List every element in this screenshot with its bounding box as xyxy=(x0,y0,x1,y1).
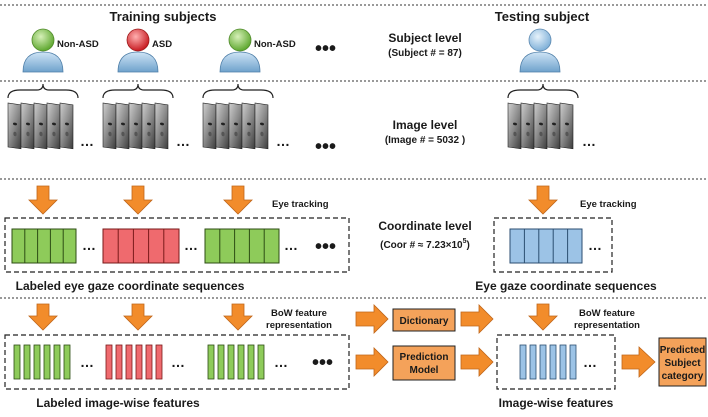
sequence-bar-non-asd-2 xyxy=(204,228,280,264)
section-separators xyxy=(0,4,708,299)
down-arrow-icon xyxy=(123,185,153,215)
image-level-title: Image level xyxy=(393,118,458,132)
labeled-features-caption: Labeled image-wise features xyxy=(36,396,200,410)
image-stack-1 xyxy=(7,83,79,150)
subject-icon-asd xyxy=(117,28,159,73)
eye-tracking-label-testing: Eye tracking xyxy=(580,199,637,210)
prediction-label-2: Model xyxy=(410,365,439,376)
sequence-bar-non-asd-1 xyxy=(11,228,77,264)
sequence-ellipsis-3: … xyxy=(284,237,298,253)
arrow-from-dictionary xyxy=(460,304,494,334)
eye-tracking-label-training: Eye tracking xyxy=(272,199,329,210)
sequence-ellipsis-1: … xyxy=(82,237,96,253)
down-arrow-icon xyxy=(223,185,253,215)
sequence-bar-testing xyxy=(509,228,583,264)
feature-bars-non-asd-2 xyxy=(207,344,265,380)
feature-ellipsis-testing: … xyxy=(583,354,597,370)
subject-label-1: Non-ASD xyxy=(57,39,99,50)
arrow-to-prediction xyxy=(355,347,389,377)
subject-icon-non-asd-2 xyxy=(219,28,261,73)
feature-bars-non-asd-1 xyxy=(13,344,71,380)
subject-icon-testing xyxy=(519,28,561,73)
subject-label-3: Non-ASD xyxy=(254,39,296,50)
down-arrow-icon xyxy=(528,185,558,215)
dictionary-box xyxy=(392,308,456,332)
image-ellipsis-3: … xyxy=(276,133,290,149)
sequences-ellipsis: ••• xyxy=(315,236,336,258)
feature-bars-asd xyxy=(105,344,163,380)
bow-label-training-1: BoW feature xyxy=(271,308,327,319)
down-arrow-icon xyxy=(223,303,253,331)
features-caption: Image-wise features xyxy=(499,396,614,410)
feature-ellipsis-1: … xyxy=(80,354,94,370)
subjects-ellipsis: ••• xyxy=(315,38,336,60)
feature-bars-testing xyxy=(519,344,577,380)
image-stack-3 xyxy=(202,83,274,150)
subject-level-detail: (Subject # = 87) xyxy=(388,48,462,59)
predicted-label-3: category xyxy=(662,371,704,382)
testing-sequence-box xyxy=(493,217,613,273)
down-arrow-icon xyxy=(28,303,58,331)
bow-label-testing-2: representation xyxy=(574,320,640,331)
predicted-category-box xyxy=(658,337,707,387)
down-arrow-icon xyxy=(123,303,153,331)
down-arrow-icon xyxy=(28,185,58,215)
subject-icon-non-asd-1 xyxy=(22,28,64,73)
images-ellipsis: ••• xyxy=(315,136,336,158)
labeled-sequences-caption: Labeled eye gaze coordinate sequences xyxy=(16,279,245,293)
coordinate-level-title: Coordinate level xyxy=(378,219,471,233)
down-arrows-row-1 xyxy=(28,185,558,215)
sequences-caption: Eye gaze coordinate sequences xyxy=(475,279,657,293)
image-ellipsis-testing: … xyxy=(582,133,596,149)
training-subjects-title: Training subjects xyxy=(110,9,217,24)
subject-label-2: ASD xyxy=(152,39,172,50)
arrow-from-prediction xyxy=(460,347,494,377)
features-ellipsis: ••• xyxy=(312,352,333,374)
testing-features-box xyxy=(496,334,616,390)
image-ellipsis-2: … xyxy=(176,133,190,149)
feature-ellipsis-2: … xyxy=(171,354,185,370)
sequence-ellipsis-2: … xyxy=(184,237,198,253)
image-ellipsis-1: … xyxy=(80,133,94,149)
predicted-label-2: Subject xyxy=(664,358,701,369)
image-stack-testing xyxy=(507,83,579,150)
down-arrows-row-2 xyxy=(28,303,558,331)
sequence-ellipsis-testing: … xyxy=(588,237,602,253)
coordinate-level-detail: (Coor # ≈ 7.23×105) xyxy=(380,238,470,251)
bow-label-training-2: representation xyxy=(266,320,332,331)
training-sequences-box xyxy=(4,217,350,273)
subject-level-title: Subject level xyxy=(388,31,461,45)
bow-label-testing-1: BoW feature xyxy=(579,308,635,319)
arrow-to-category xyxy=(621,346,656,378)
dictionary-label: Dictionary xyxy=(400,316,449,327)
training-features-box xyxy=(4,334,350,390)
image-level-detail: (Image # = 5032 ) xyxy=(385,135,465,146)
down-arrow-icon xyxy=(528,303,558,331)
prediction-model-box xyxy=(392,345,456,381)
image-stack-2 xyxy=(102,83,174,150)
predicted-label-1: Predicted xyxy=(660,345,706,356)
sequence-bar-asd xyxy=(102,228,180,264)
testing-subject-title: Testing subject xyxy=(495,9,590,24)
feature-ellipsis-3: … xyxy=(274,354,288,370)
prediction-label-1: Prediction xyxy=(400,352,449,363)
arrow-to-dictionary xyxy=(355,304,389,334)
